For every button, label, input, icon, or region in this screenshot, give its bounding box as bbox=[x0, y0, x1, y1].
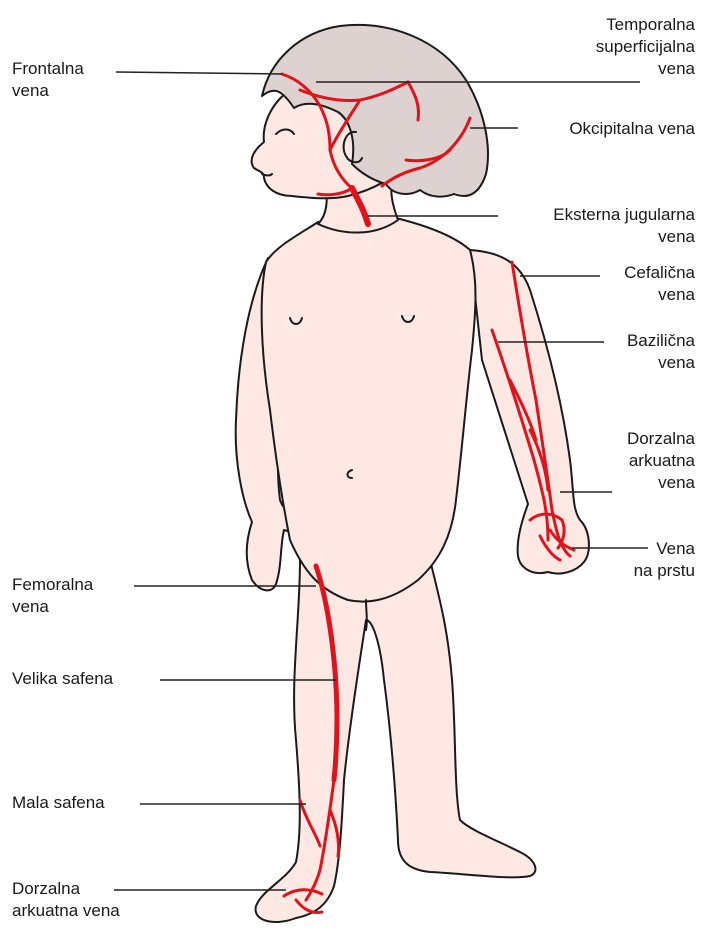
label-basilic-vein: Bazilična vena bbox=[627, 330, 695, 374]
label-femoral-vein: Femoralna vena bbox=[12, 574, 93, 618]
leader-frontal bbox=[116, 72, 282, 74]
label-jugular-vein: Eksterna jugularna vena bbox=[553, 204, 695, 248]
label-dorsal-arch-arm: Dorzalna arkuatna vena bbox=[627, 428, 695, 494]
torso bbox=[262, 218, 476, 602]
label-great-saphenous: Velika safena bbox=[12, 668, 113, 690]
label-frontal-vein: Frontalna vena bbox=[12, 58, 84, 102]
right-arm bbox=[470, 250, 589, 574]
label-cephalic-vein: Cefalična vena bbox=[624, 262, 695, 306]
label-digital-vein: Vena na prstu bbox=[634, 538, 695, 582]
label-occipital-vein: Okcipitalna vena bbox=[569, 118, 695, 140]
label-temporal-vein: Temporalna superficijalna vena bbox=[596, 14, 695, 80]
label-dorsal-arch-foot: Dorzalna arkuatna vena bbox=[12, 878, 120, 922]
groin-line bbox=[366, 600, 367, 630]
legs bbox=[256, 560, 536, 922]
label-small-saphenous: Mala safena bbox=[12, 792, 105, 814]
